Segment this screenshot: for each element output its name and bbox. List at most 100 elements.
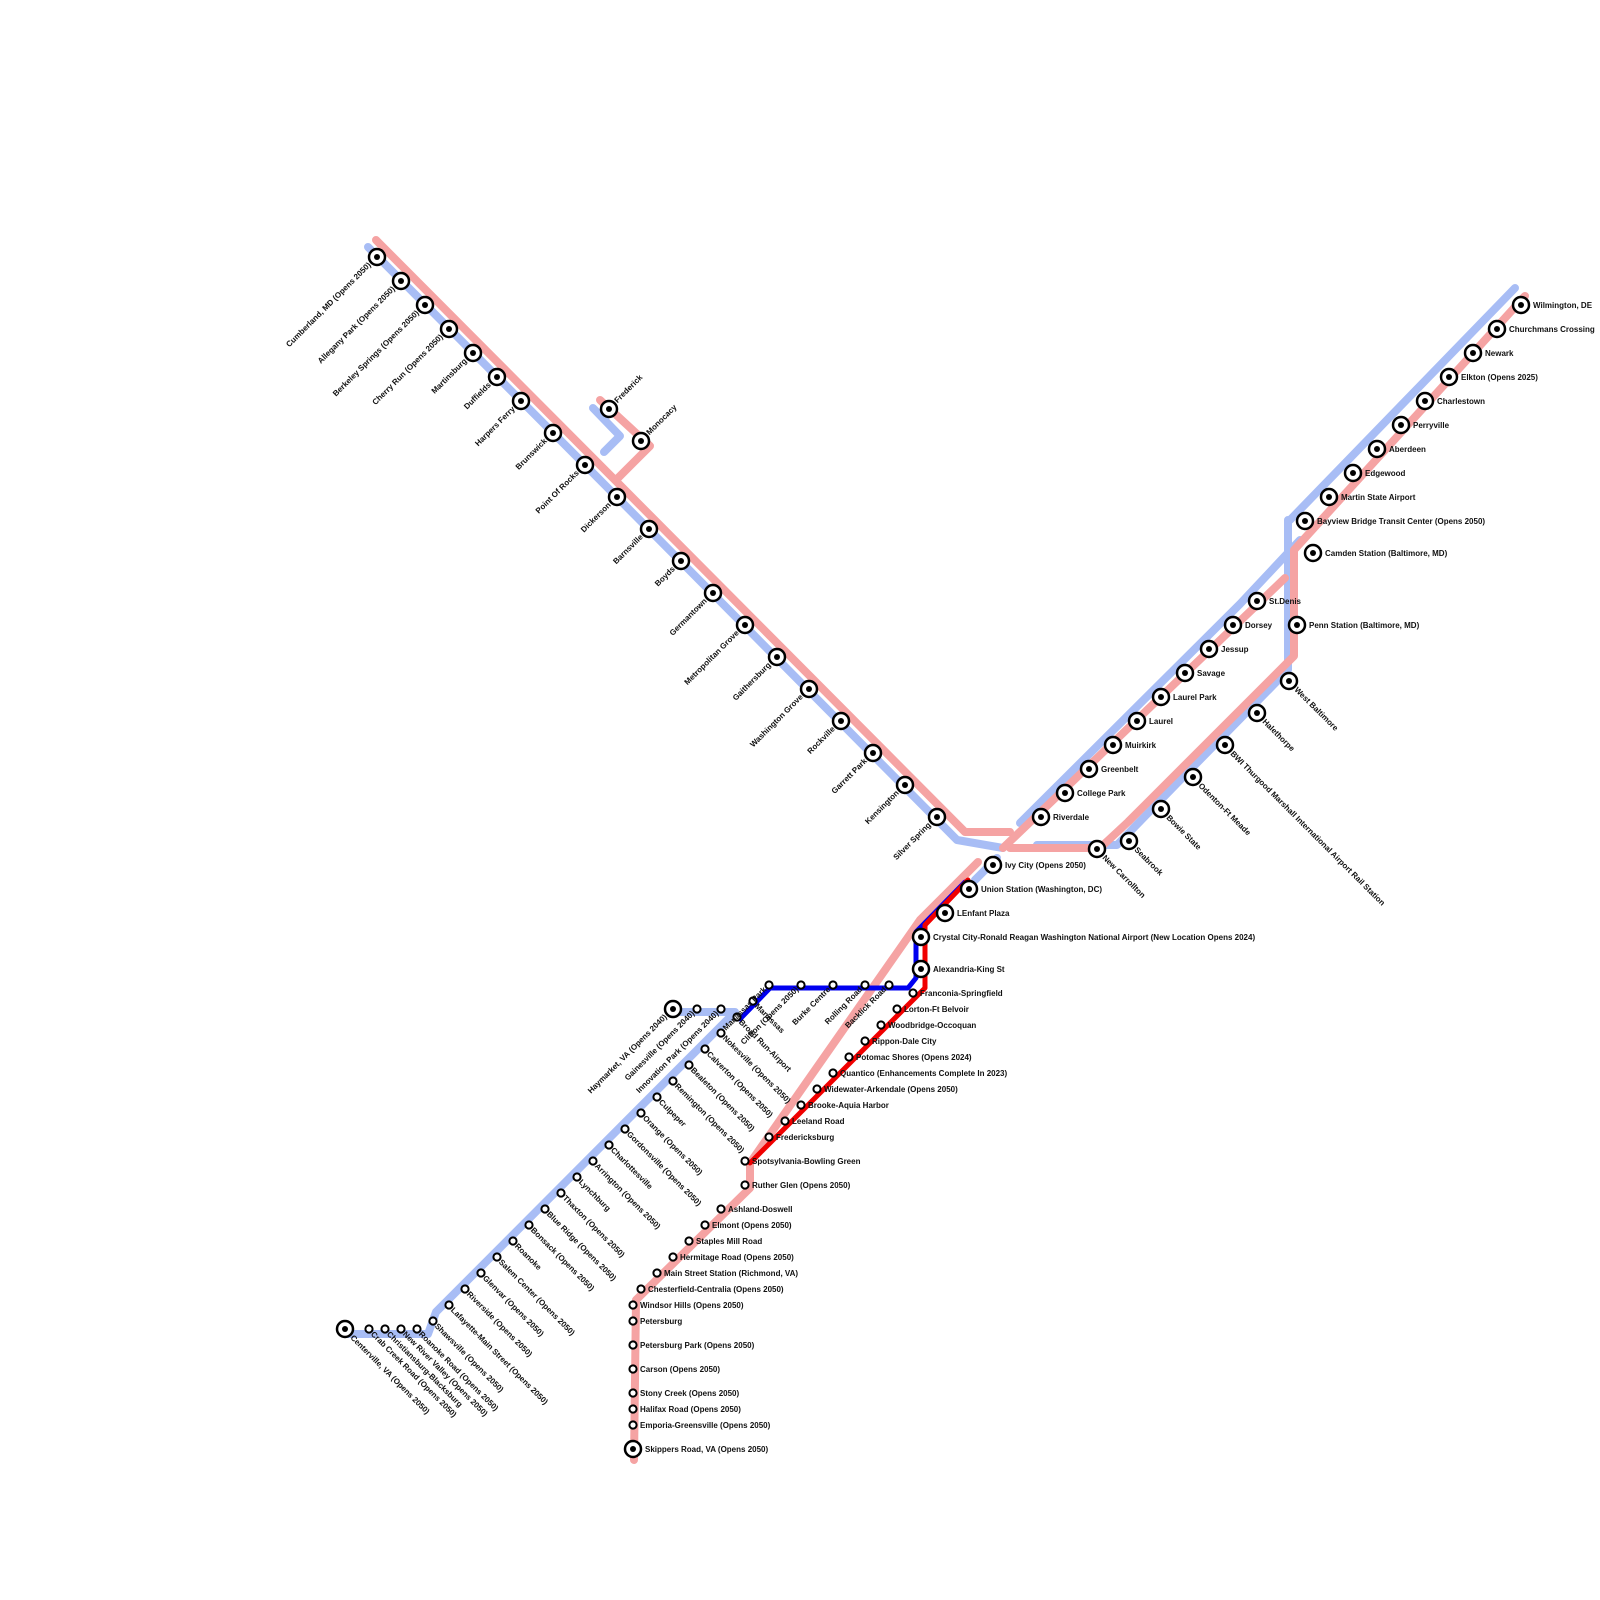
station-odenton[interactable] [1183, 767, 1203, 787]
station-germantown[interactable] [703, 583, 723, 603]
station-brunswick[interactable] [543, 423, 563, 443]
station-chesterfield[interactable] [636, 1284, 646, 1294]
station-petersburg-park[interactable] [628, 1340, 638, 1350]
station-garrett-park[interactable] [863, 743, 883, 763]
station-monocacy[interactable] [631, 431, 651, 451]
station-new-carrollton[interactable] [1087, 839, 1107, 859]
station-ruther-glen[interactable] [740, 1180, 750, 1190]
station-lorton[interactable] [892, 1004, 902, 1014]
station-ivy-city[interactable] [983, 855, 1003, 875]
station-seabrook[interactable] [1119, 831, 1139, 851]
station-st-denis[interactable] [1247, 591, 1267, 611]
station-hermitage[interactable] [668, 1252, 678, 1262]
station-blue-ridge[interactable] [540, 1204, 550, 1214]
station-rippon[interactable] [860, 1036, 870, 1046]
station-gordonsville[interactable] [620, 1124, 630, 1134]
station-crystal-city[interactable] [911, 927, 931, 947]
station-manassas[interactable] [748, 996, 758, 1006]
station-windsor-hills[interactable] [628, 1300, 638, 1310]
station-martin-state[interactable] [1319, 487, 1339, 507]
station-clifton[interactable] [796, 980, 806, 990]
station-elkton[interactable] [1439, 367, 1459, 387]
station-point-of-rocks[interactable] [575, 455, 595, 475]
station-kensington[interactable] [895, 775, 915, 795]
station-penn-station[interactable] [1287, 615, 1307, 635]
station-potomac-shores[interactable] [844, 1052, 854, 1062]
station-ashland[interactable] [716, 1204, 726, 1214]
station-perryville[interactable] [1391, 415, 1411, 435]
station-savage[interactable] [1175, 663, 1195, 683]
station-remington[interactable] [668, 1076, 678, 1086]
station-widewater[interactable] [812, 1084, 822, 1094]
station-lynchburg[interactable] [572, 1172, 582, 1182]
station-centerville[interactable] [335, 1319, 355, 1339]
station-rolling-road[interactable] [860, 980, 870, 990]
station-duffields[interactable] [487, 367, 507, 387]
station-harpers-ferry[interactable] [511, 391, 531, 411]
station-martinsburg[interactable] [463, 343, 483, 363]
station-innovation-park[interactable] [716, 1004, 726, 1014]
station-dickerson[interactable] [607, 487, 627, 507]
station-brooke[interactable] [796, 1100, 806, 1110]
station-orange[interactable] [636, 1108, 646, 1118]
station-laurel-park[interactable] [1151, 687, 1171, 707]
station-fredericksburg[interactable] [764, 1132, 774, 1142]
station-backlick[interactable] [884, 980, 894, 990]
station-calverton[interactable] [700, 1044, 710, 1054]
station-bwi[interactable] [1215, 735, 1235, 755]
station-lenfant[interactable] [935, 903, 955, 923]
station-bealeton[interactable] [684, 1060, 694, 1070]
station-burke[interactable] [828, 980, 838, 990]
station-edgewood[interactable] [1343, 463, 1363, 483]
station-bayview[interactable] [1295, 511, 1315, 531]
station-greenbelt[interactable] [1079, 759, 1099, 779]
station-wilmington[interactable] [1511, 295, 1531, 315]
station-spotsylvania[interactable] [740, 1156, 750, 1166]
station-glenvar[interactable] [476, 1268, 486, 1278]
station-lafayette[interactable] [444, 1300, 454, 1310]
station-union-station[interactable] [959, 879, 979, 899]
station-quantico[interactable] [828, 1068, 838, 1078]
station-halethorpe[interactable] [1247, 703, 1267, 723]
station-newark[interactable] [1463, 343, 1483, 363]
station-barnesville[interactable] [639, 519, 659, 539]
station-west-baltimore[interactable] [1279, 671, 1299, 691]
station-roanoke[interactable] [508, 1236, 518, 1246]
station-boyds[interactable] [671, 551, 691, 571]
station-college-park[interactable] [1055, 783, 1075, 803]
station-carson[interactable] [628, 1364, 638, 1374]
station-gaithersburg[interactable] [767, 647, 787, 667]
station-leeland[interactable] [780, 1116, 790, 1126]
station-cumberland[interactable] [367, 247, 387, 267]
station-metropolitan-grove[interactable] [735, 615, 755, 635]
station-berkeley-springs[interactable] [415, 295, 435, 315]
station-manassas-park[interactable] [764, 980, 774, 990]
station-emporia[interactable] [628, 1420, 638, 1430]
station-haymarket[interactable] [663, 999, 683, 1019]
station-petersburg[interactable] [628, 1316, 638, 1326]
station-dorsey[interactable] [1223, 615, 1243, 635]
station-salem-center[interactable] [492, 1252, 502, 1262]
station-arrington[interactable] [588, 1156, 598, 1166]
station-washington-grove[interactable] [799, 679, 819, 699]
station-new-river[interactable] [396, 1324, 406, 1334]
station-bonsack[interactable] [524, 1220, 534, 1230]
station-charlottesville[interactable] [604, 1140, 614, 1150]
station-allegany-park[interactable] [391, 271, 411, 291]
station-main-street[interactable] [652, 1268, 662, 1278]
station-gainesville[interactable] [692, 1004, 702, 1014]
station-culpeper[interactable] [652, 1092, 662, 1102]
station-shawsville[interactable] [428, 1316, 438, 1326]
station-muirkirk[interactable] [1103, 735, 1123, 755]
station-stony-creek[interactable] [628, 1388, 638, 1398]
station-bowie-state[interactable] [1151, 799, 1171, 819]
station-riverside[interactable] [460, 1284, 470, 1294]
station-jessup[interactable] [1199, 639, 1219, 659]
station-halifax[interactable] [628, 1404, 638, 1414]
station-thaxton[interactable] [556, 1188, 566, 1198]
station-riverdale[interactable] [1031, 807, 1051, 827]
station-churchmans[interactable] [1487, 319, 1507, 339]
station-camden[interactable] [1303, 543, 1323, 563]
station-alexandria[interactable] [911, 959, 931, 979]
station-silver-spring[interactable] [927, 807, 947, 827]
